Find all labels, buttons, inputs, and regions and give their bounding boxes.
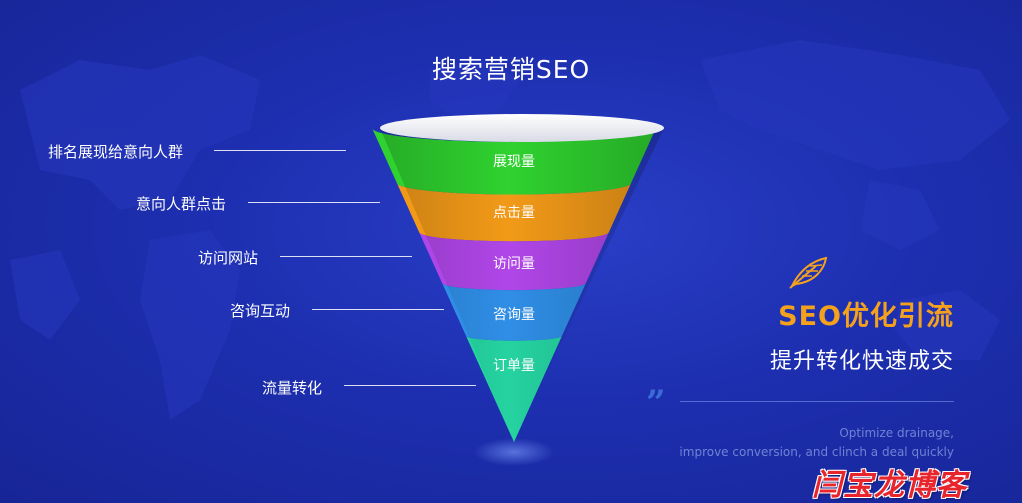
leader-line <box>248 202 380 203</box>
funnel-stage-label: 访问量 <box>493 256 535 272</box>
promo-english-line-1: Optimize drainage, <box>839 426 954 440</box>
promo-english-text: Optimize drainage, improve conversion, a… <box>679 424 954 462</box>
promo-subtitle: 提升转化快速成交 <box>769 349 954 374</box>
stage-description: 意向人群点击 <box>136 195 227 213</box>
leader-line <box>280 256 412 257</box>
promo-title: SEO优化引流 <box>778 301 954 332</box>
funnel-rim <box>380 114 664 142</box>
stage-description: 流量转化 <box>262 379 323 397</box>
funnel-stage-label: 展现量 <box>493 154 535 170</box>
feather-icon <box>789 256 828 289</box>
page-title: 搜索营销SEO <box>431 55 591 84</box>
leader-line <box>312 309 444 310</box>
leader-line <box>214 150 346 151</box>
promo-english-line-2: improve conversion, and clinch a deal qu… <box>679 445 954 459</box>
divider <box>680 401 954 402</box>
funnel-stage-label: 订单量 <box>493 358 535 374</box>
funnel-stage-label: 咨询量 <box>493 307 535 323</box>
watermark-logo: 闫宝龙博客 <box>812 468 967 503</box>
stage-description: 排名展现给意向人群 <box>48 143 184 161</box>
funnel-stage-label: 点击量 <box>493 205 535 221</box>
stage-description: 访问网站 <box>198 249 259 267</box>
quote-icon: ” <box>646 383 666 423</box>
stage-description: 咨询互动 <box>230 302 291 320</box>
funnel-tip-glow <box>474 438 554 466</box>
leader-line <box>344 385 476 386</box>
funnel-shading <box>380 128 664 442</box>
